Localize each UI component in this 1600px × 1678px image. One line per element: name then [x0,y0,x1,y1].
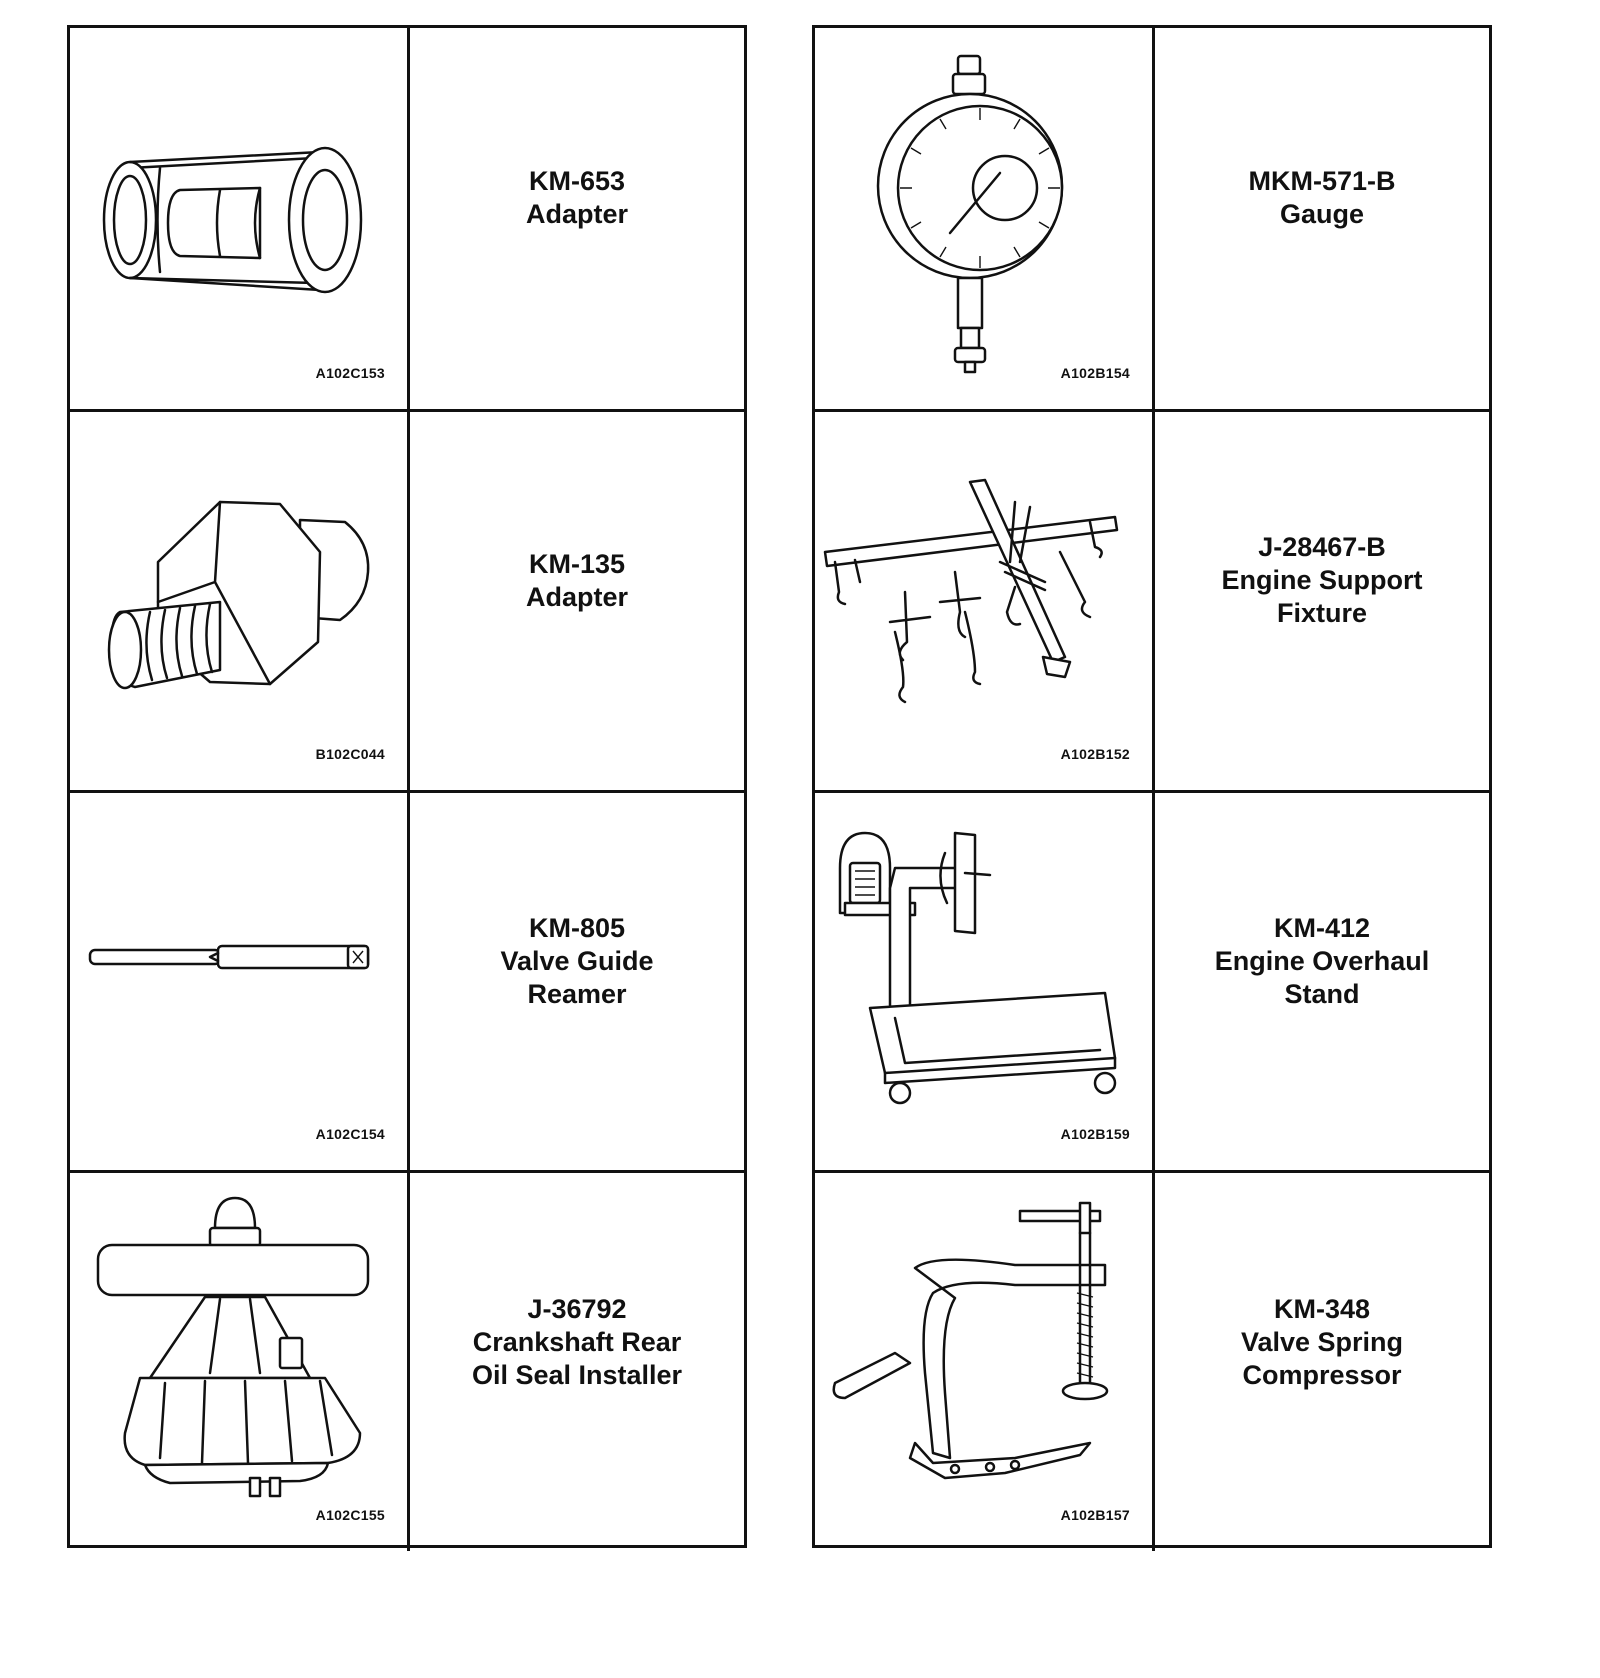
tool-label-cell: J-36792 Crankshaft Rear Oil Seal Install… [410,1173,744,1551]
figure-reference: A102C153 [315,364,385,381]
tool-description: Engine Support [1221,565,1423,596]
figure-reference: A102C155 [315,1507,385,1523]
tool-label-cell: KM-348 Valve Spring Compressor [1155,1173,1489,1551]
tool-table-left: A102C153 KM-653 Adapter B102C044 KM-135 [67,25,747,1551]
tool-description: Fixture [1276,598,1367,629]
tool-label: J-36792 Crankshaft Rear Oil Seal Install… [472,1293,682,1392]
tool-image-cell: A102B154 [815,28,1155,409]
tool-image-cell: A102C154 [70,792,410,1171]
reamer-icon [88,944,370,969]
tool-part-number: MKM-571-B [1248,166,1396,197]
tool-description: Crankshaft Rear [472,1326,682,1357]
figure-reference: A102B152 [1060,745,1130,762]
dial-gauge-icon [876,54,1064,374]
tool-row-km-653: A102C153 KM-653 Adapter [70,28,744,409]
tool-image-cell: B102C044 [70,411,410,790]
tool-label: J-28467-B Engine Support Fixture [1222,531,1423,630]
tool-label: KM-805 Valve Guide Reamer [500,912,653,1011]
tool-row-km-412: A102B159 KM-412 Engine Overhaul Stand [815,789,1489,1171]
tool-image-cell: A102C153 [70,28,410,409]
figure-reference: A102C154 [315,1126,385,1143]
tool-part-number: KM-653 [528,166,625,197]
tool-part-number: J-36792 [527,1293,627,1324]
tool-description: Gauge [1279,199,1364,230]
tool-label-cell: KM-805 Valve Guide Reamer [410,793,744,1171]
tool-description: Engine Overhaul [1214,945,1430,976]
threaded-adapter-icon [107,500,370,689]
tool-description: Adapter [525,199,628,230]
dial-scale-icon [900,108,1060,268]
engine-support-fixture-icon [823,478,1119,703]
tool-label-cell: KM-135 Adapter [410,412,744,790]
tool-part-number: J-28467-B [1258,532,1386,563]
figure-reference: A102B157 [1060,1507,1130,1523]
tool-part-number: KM-135 [528,548,625,579]
tool-label: KM-135 Adapter [526,548,628,614]
tool-row-km-805: A102C154 KM-805 Valve Guide Reamer [70,789,744,1171]
tool-image-cell: A102B152 [815,411,1155,790]
tool-label-cell: KM-412 Engine Overhaul Stand [1155,793,1489,1171]
tool-description: Reamer [527,978,627,1009]
tool-row-j-36792: A102C155 J-36792 Crankshaft Rear Oil Sea… [70,1170,744,1551]
tool-description: Valve Guide [500,945,654,976]
tool-description: Compressor [1242,1359,1402,1390]
adapter-sleeve-icon [102,146,363,294]
figure-reference: A102B159 [1060,1126,1130,1143]
figure-reference: A102B154 [1060,364,1130,381]
figure-reference: B102C044 [315,745,385,762]
seal-installer-icon [96,1197,370,1498]
tool-part-number: KM-348 [1273,1293,1370,1324]
tool-row-mkm-571-b: A102B154 MKM-571-B Gauge [815,28,1489,409]
tool-label-cell: J-28467-B Engine Support Fixture [1155,412,1489,790]
tool-part-number: KM-412 [1273,912,1371,943]
tool-label: KM-653 Adapter [526,165,628,231]
tool-image-cell: A102B157 [815,1173,1155,1551]
tool-part-number: KM-805 [528,912,625,943]
valve-spring-compressor-icon [832,1202,1109,1480]
tool-label-cell: KM-653 Adapter [410,28,744,409]
engine-stand-icon [838,831,1117,1104]
tool-row-km-348: A102B157 KM-348 Valve Spring Compressor [815,1170,1489,1551]
tool-label: KM-412 Engine Overhaul Stand [1215,912,1430,1011]
tool-description: Adapter [525,581,628,612]
tool-row-j-28467-b: A102B152 J-28467-B Engine Support Fixtur… [815,408,1489,790]
tool-label-cell: MKM-571-B Gauge [1155,28,1489,409]
tool-label: KM-348 Valve Spring Compressor [1241,1293,1403,1392]
tool-description: Oil Seal Installer [471,1359,683,1390]
tool-description: Stand [1284,978,1360,1009]
tool-table-right: A102B154 MKM-571-B Gauge A102B152 [812,25,1492,1551]
tool-image-cell: A102B159 [815,792,1155,1171]
tool-label: MKM-571-B Gauge [1248,165,1395,231]
tool-image-cell: A102C155 [70,1173,410,1551]
tool-description: Valve Spring [1240,1326,1404,1357]
tool-row-km-135: B102C044 KM-135 Adapter [70,408,744,790]
